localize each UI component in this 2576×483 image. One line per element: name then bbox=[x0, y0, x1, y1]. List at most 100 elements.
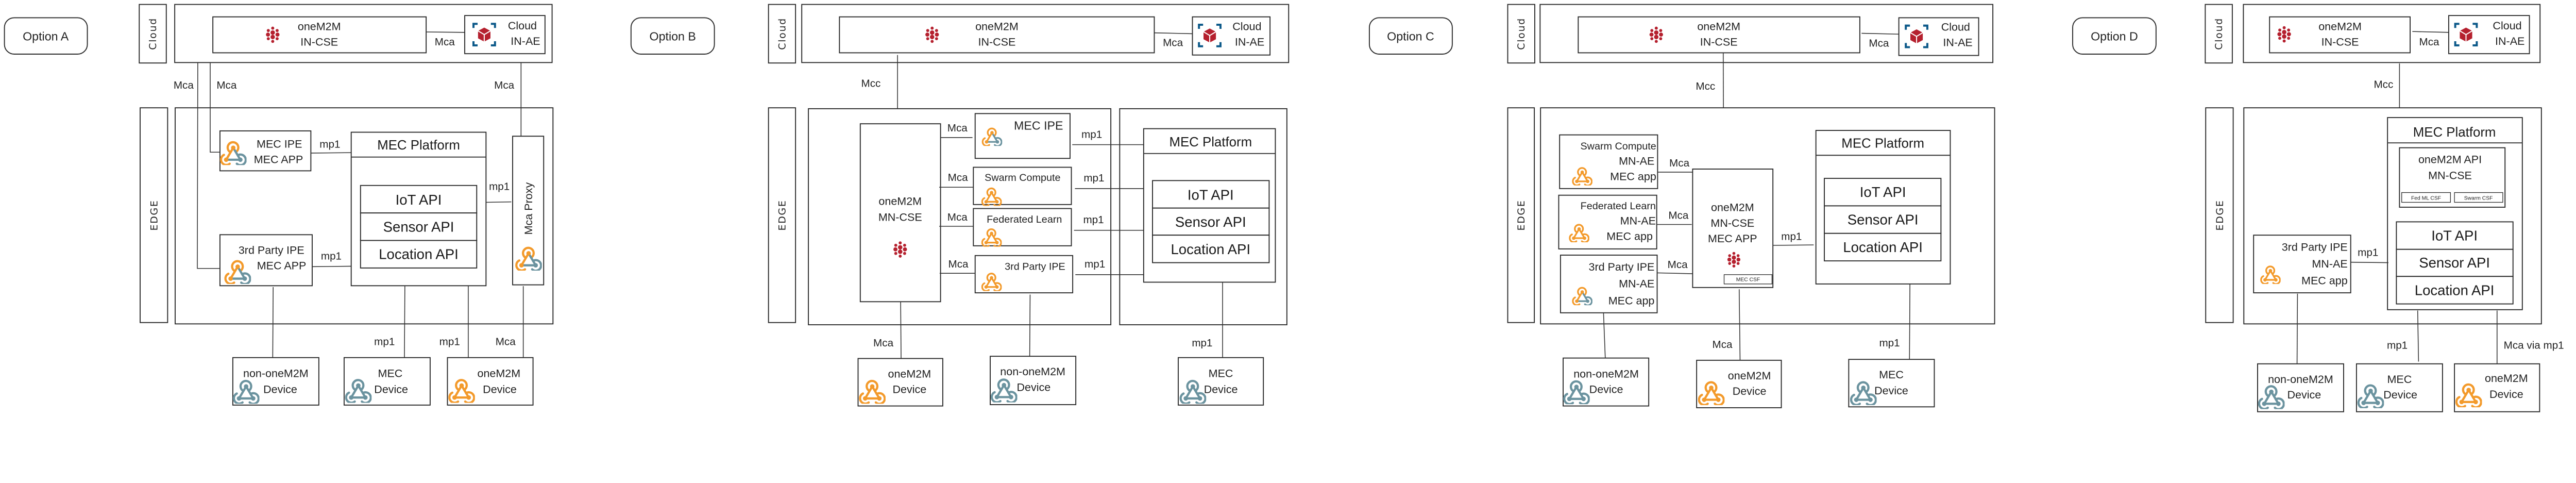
in-cse-line: IN-CSE bbox=[1700, 36, 1738, 48]
link-label: Mca bbox=[948, 258, 969, 270]
edge-label: EDGE bbox=[1516, 199, 1527, 230]
iot-api-box bbox=[360, 185, 478, 214]
sensor-api-box bbox=[360, 212, 478, 241]
api-label: Location API bbox=[379, 246, 459, 262]
mn-cse-line: MN-CSE bbox=[1710, 217, 1754, 229]
link-third-party-platform bbox=[2350, 261, 2388, 263]
mn-cse-box bbox=[859, 123, 941, 303]
mec-platform-title: MEC Platform bbox=[1841, 137, 1924, 151]
link-cloud-mec-ipe bbox=[210, 62, 220, 153]
cloud-label-box bbox=[139, 4, 167, 64]
app-label: 3rd Party IPE bbox=[1005, 261, 1065, 272]
option-c: Option C Cloud oneM2M IN-CSE Mca Cloud I… bbox=[1368, 4, 1995, 408]
link-label: mp1 bbox=[2358, 247, 2378, 259]
edge-label-box bbox=[140, 107, 168, 323]
federated-learn-box bbox=[1558, 194, 1657, 249]
app-line: MEC app bbox=[2301, 275, 2348, 287]
link-label: Mca via mp1 bbox=[2504, 340, 2564, 352]
link-label: Mca bbox=[947, 211, 968, 223]
app-label: MEC IPE bbox=[1014, 119, 1063, 132]
api-label: Location API bbox=[1843, 239, 1923, 255]
link-label: Mca bbox=[948, 172, 969, 184]
link-proxy-platform bbox=[486, 201, 512, 203]
device-line: oneM2M bbox=[2485, 372, 2528, 385]
app-line: MEC app bbox=[1606, 230, 1653, 243]
link-mn-cse-onem2m-device bbox=[1738, 289, 1741, 360]
csf-label: Swarm CSF bbox=[2464, 195, 2493, 201]
mec-csf-box bbox=[1723, 274, 1773, 285]
in-cse-line: IN-CSE bbox=[2321, 36, 2359, 48]
swarm-compute-box bbox=[973, 166, 1072, 205]
link-label: Mca bbox=[2419, 36, 2440, 48]
mn-cse-line: MN-CSE bbox=[878, 211, 922, 224]
sensor-api-box bbox=[1824, 205, 1942, 234]
link-third-party-device bbox=[2296, 293, 2298, 365]
device-line: MEC bbox=[378, 368, 403, 380]
device-line: Device bbox=[2383, 389, 2417, 401]
option-b-label-box bbox=[630, 17, 715, 55]
device-line: oneM2M bbox=[888, 368, 931, 380]
link-in-cse-in-ae bbox=[1154, 32, 1193, 35]
link-label: Mca bbox=[496, 336, 516, 348]
mec-platform-title: MEC Platform bbox=[1169, 135, 1252, 149]
in-ae-line: Cloud bbox=[508, 20, 537, 32]
cloud-label-box bbox=[1507, 4, 1535, 64]
edge-label: EDGE bbox=[2214, 199, 2226, 230]
device-line: oneM2M bbox=[477, 368, 520, 380]
device-line: Device bbox=[2287, 389, 2321, 401]
link-label: Mca bbox=[1668, 259, 1688, 271]
cloud-label: Cloud bbox=[2213, 18, 2225, 50]
link-label: mp1 bbox=[1192, 337, 1212, 349]
link-label: mp1 bbox=[321, 251, 342, 262]
link-platform-mec-device bbox=[2417, 310, 2419, 362]
mec-platform-title: MEC Platform bbox=[2413, 125, 2496, 140]
device-line: Device bbox=[1874, 385, 1908, 397]
mec-ipe-line: MEC APP bbox=[254, 154, 303, 166]
device-line: Device bbox=[1204, 384, 1238, 396]
api-label: Sensor API bbox=[383, 219, 454, 235]
app-line: MN-AE bbox=[1619, 278, 1654, 290]
edge-label-box bbox=[2205, 107, 2234, 323]
mn-cse-line: oneM2M bbox=[1711, 202, 1754, 214]
cloud-label: Cloud bbox=[1516, 18, 1527, 50]
link-label: Mca bbox=[174, 79, 194, 91]
link-label: Mca bbox=[947, 122, 968, 134]
location-api-box bbox=[360, 240, 478, 269]
architecture-options-diagram: Option A Cloud oneM2M IN-CSE Mca Cloud I… bbox=[4, 4, 2564, 412]
link-label: mp1 bbox=[1781, 231, 1802, 243]
option-d-label-box bbox=[2072, 17, 2157, 55]
app-line: MN-AE bbox=[2312, 258, 2347, 270]
device-line: non-oneM2M bbox=[243, 368, 309, 380]
api-label: Sensor API bbox=[1175, 214, 1246, 230]
iot-api-box bbox=[2396, 221, 2514, 250]
in-ae-line: IN-AE bbox=[1235, 36, 1264, 48]
api-label: IoT API bbox=[1860, 184, 1906, 200]
location-api-box bbox=[2396, 276, 2514, 305]
iot-api-box bbox=[1824, 178, 1942, 207]
onem2m-api-line: MN-CSE bbox=[2428, 170, 2472, 182]
app-line: 3rd Party IPE bbox=[1589, 261, 1655, 273]
federated-learn-box bbox=[973, 208, 1072, 246]
link-label: Mca bbox=[1869, 37, 1889, 49]
api-label: IoT API bbox=[1188, 187, 1234, 203]
link-label: Mca bbox=[873, 337, 894, 349]
option-a-label-box bbox=[4, 17, 88, 55]
onem2m-api-line: oneM2M API bbox=[2418, 154, 2482, 166]
link-label: Mcc bbox=[861, 78, 881, 90]
api-label: Sensor API bbox=[1848, 212, 1919, 228]
third-party-ipe-line: MEC APP bbox=[257, 259, 307, 272]
in-ae-line: IN-AE bbox=[511, 35, 540, 47]
mca-proxy-label: Mca Proxy bbox=[522, 182, 535, 235]
option-title: Option C bbox=[1387, 29, 1434, 43]
api-label: Location API bbox=[2415, 282, 2495, 298]
link-platform-mec-device bbox=[1909, 284, 1910, 360]
link-app-mn-cse bbox=[1657, 272, 1694, 274]
app-line: 3rd Party IPE bbox=[2282, 241, 2348, 253]
option-title: Option D bbox=[2091, 29, 2138, 43]
app-line: MEC app bbox=[1610, 170, 1656, 182]
in-cse-box bbox=[839, 16, 1155, 54]
location-api-box bbox=[1152, 235, 1270, 263]
in-cse-box bbox=[2269, 16, 2411, 54]
link-third-party-platform bbox=[312, 265, 353, 268]
mec-csf-label: MEC CSF bbox=[1736, 277, 1760, 283]
